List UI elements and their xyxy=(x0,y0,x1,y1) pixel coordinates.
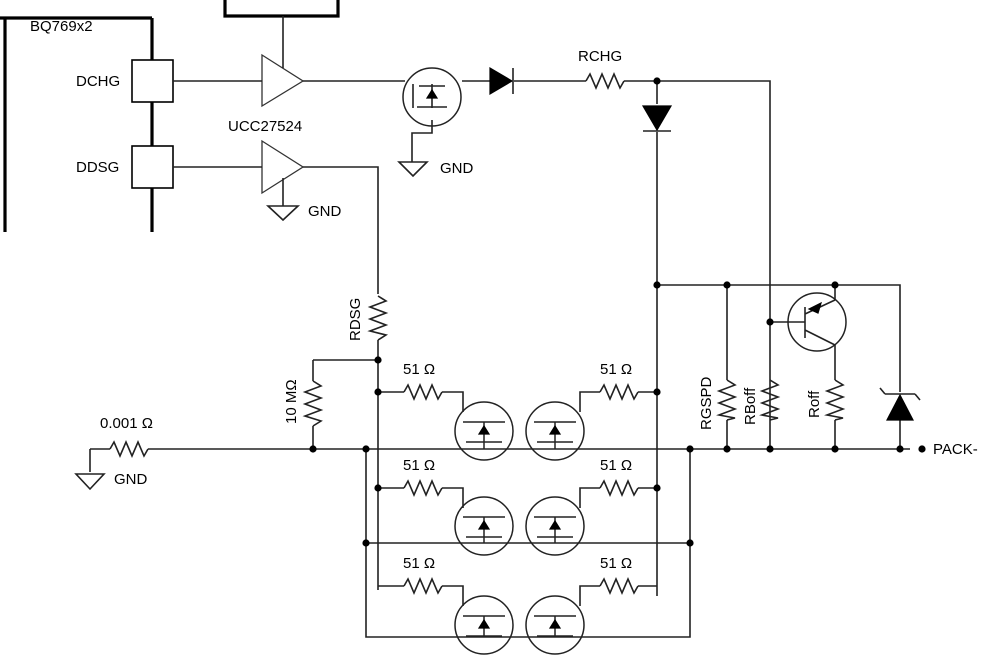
dchg-pin xyxy=(131,59,174,103)
charge-diode xyxy=(489,66,514,96)
discharge-path-wires xyxy=(173,166,379,590)
r51-right-1 xyxy=(599,382,639,402)
gate-row-2-wires xyxy=(378,487,657,508)
zener-diode xyxy=(886,393,914,421)
mosfet-arrows xyxy=(477,424,562,629)
rchg-label: RCHG xyxy=(578,48,622,65)
vertical-diode xyxy=(641,105,673,132)
top-box xyxy=(223,0,340,18)
rshunt-label: 0.001 Ω xyxy=(100,415,153,432)
shunt-resistor xyxy=(109,439,149,459)
charge-fet-arrow xyxy=(425,88,439,99)
r10m-wires xyxy=(312,359,378,449)
chip-label: BQ769x2 xyxy=(30,18,93,35)
chip-outline xyxy=(0,16,154,232)
gnd-symbol-fet xyxy=(397,161,429,178)
r51-right-2-label: 51 Ω xyxy=(600,457,632,474)
rboff-resistor xyxy=(759,379,781,421)
r51-left-2 xyxy=(403,478,443,498)
gnd-symbol-driver xyxy=(265,205,301,222)
dchg-label: DCHG xyxy=(76,73,120,90)
r51-right-3-label: 51 Ω xyxy=(600,555,632,572)
r51-left-2-label: 51 Ω xyxy=(403,457,435,474)
roff-label: Roff xyxy=(806,390,823,418)
pnp-transistor-leads xyxy=(789,299,836,346)
r51-left-3-label: 51 Ω xyxy=(403,555,435,572)
mosfet-bus-loop xyxy=(365,449,691,638)
r51-left-3 xyxy=(403,576,443,596)
junction-dots xyxy=(309,77,926,547)
charge-fet xyxy=(402,67,462,127)
gate-row-3-wires xyxy=(378,585,657,606)
r51-left-1-label: 51 Ω xyxy=(403,361,435,378)
rdsg-resistor xyxy=(367,295,389,341)
r51-right-1-label: 51 Ω xyxy=(600,361,632,378)
charge-path-wires xyxy=(173,16,771,449)
protection-network-wires xyxy=(657,284,901,449)
zener-bar xyxy=(879,387,921,401)
ground-bus xyxy=(89,448,910,472)
driver-label: UCC27524 xyxy=(228,118,302,135)
charge-fet-body xyxy=(412,84,447,108)
gnd-driver-label: GND xyxy=(308,203,342,220)
rgspd-resistor xyxy=(716,379,738,421)
pack-label: PACK- xyxy=(933,441,978,458)
r51-left-1 xyxy=(403,382,443,402)
ddsg-pin xyxy=(131,145,174,189)
roff-resistor xyxy=(824,379,846,421)
gate-row-1-wires xyxy=(378,391,657,412)
rgspd-label: RGSPD xyxy=(698,376,715,430)
r51-right-2 xyxy=(599,478,639,498)
rchg-resistor xyxy=(585,71,625,91)
gnd-shunt-label: GND xyxy=(114,471,148,488)
r10m-resistor xyxy=(302,380,324,427)
ddsg-label: DDSG xyxy=(76,159,119,176)
pnp-arrow xyxy=(807,301,822,314)
rboff-label: RBoff xyxy=(742,387,759,425)
gnd-symbol-shunt xyxy=(74,473,106,491)
pnp-transistor xyxy=(787,292,847,352)
mosfet-array xyxy=(454,401,585,655)
gnd-fet-label: GND xyxy=(440,160,474,177)
r51-right-3 xyxy=(599,576,639,596)
r10m-label: 10 MΩ xyxy=(283,379,300,424)
rdsg-label: RDSG xyxy=(347,298,364,341)
